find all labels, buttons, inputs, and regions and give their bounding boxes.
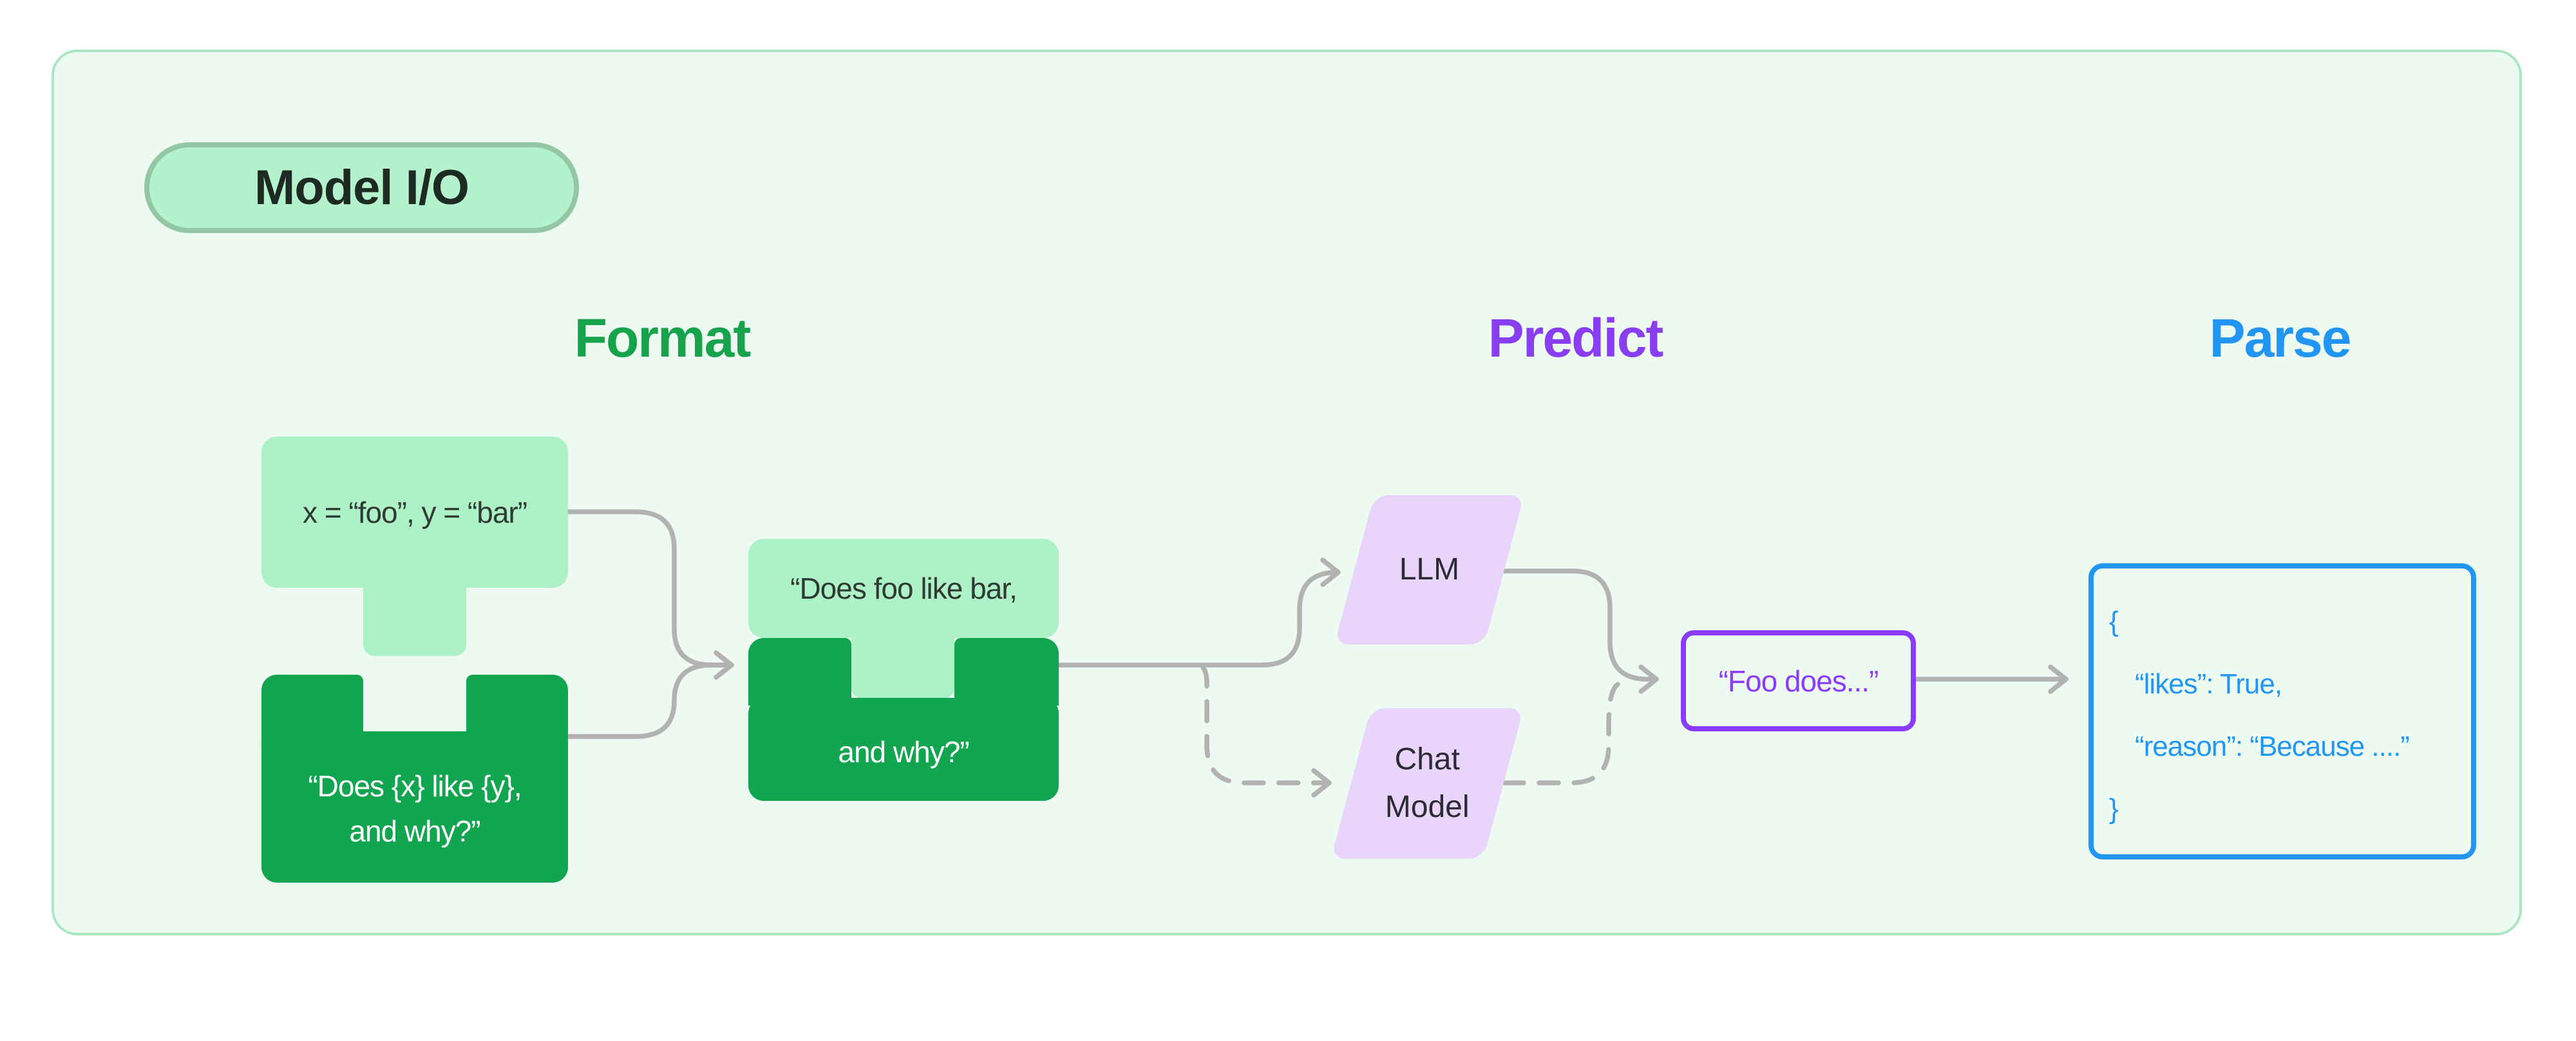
- parsed-output-line: “reason”: “Because ....”: [2135, 731, 2410, 762]
- arrow-prompt-to-llm: [1056, 558, 1341, 668]
- llm-node: LLM: [1334, 495, 1524, 644]
- prompt-template-label: “Does {x} like {y}, and why?”: [308, 769, 522, 848]
- chat-model-label: Chat Model: [1385, 742, 1470, 824]
- formatted-prompt-tab: [851, 612, 954, 699]
- arrow-prompt-to-chat-model-dashed: [1200, 665, 1332, 798]
- formatted-prompt-label-bottom: and why?”: [838, 735, 969, 769]
- llm-label: LLM: [1399, 552, 1460, 586]
- formatted-prompt-shoulder-left: [748, 638, 851, 706]
- formatted-prompt-shoulder-right: [954, 638, 1059, 706]
- line-chat-model-to-merge-dashed: [1502, 682, 1620, 785]
- format-header: Format: [574, 308, 752, 368]
- prompt-template-shape: [261, 731, 568, 883]
- model-io-badge: Model I/O: [144, 142, 579, 233]
- model-io-badge-label: Model I/O: [254, 160, 469, 215]
- parsed-output-line: {: [2109, 606, 2119, 637]
- connector-lines: [565, 509, 2069, 798]
- parsed-output-line: “likes”: True,: [2135, 668, 2282, 700]
- parse-header: Parse: [2209, 308, 2352, 368]
- parsed-output-line: }: [2109, 793, 2119, 825]
- arrow-variables-to-prompt: [565, 509, 734, 680]
- model-io-container: Model I/O Format Predict Parse x = “foo”…: [52, 50, 2522, 935]
- parsed-output-node: { “likes”: True, “reason”: “Because ....…: [2088, 563, 2476, 859]
- formatted-prompt-label-top: “Does foo like bar,: [790, 572, 1018, 605]
- input-variables-label: x = “foo”, y = “bar”: [302, 495, 527, 529]
- completion-node: “Foo does...”: [1681, 630, 1916, 731]
- completion-label: “Foo does...”: [1718, 664, 1879, 698]
- line-template-to-merge: [565, 662, 726, 739]
- arrow-llm-to-completion: [1502, 568, 1659, 694]
- input-variables-tab: [363, 554, 466, 656]
- predict-header: Predict: [1488, 308, 1664, 368]
- formatted-prompt-bottom-shape: [748, 698, 1059, 801]
- chat-model-node: Chat Model: [1331, 708, 1524, 859]
